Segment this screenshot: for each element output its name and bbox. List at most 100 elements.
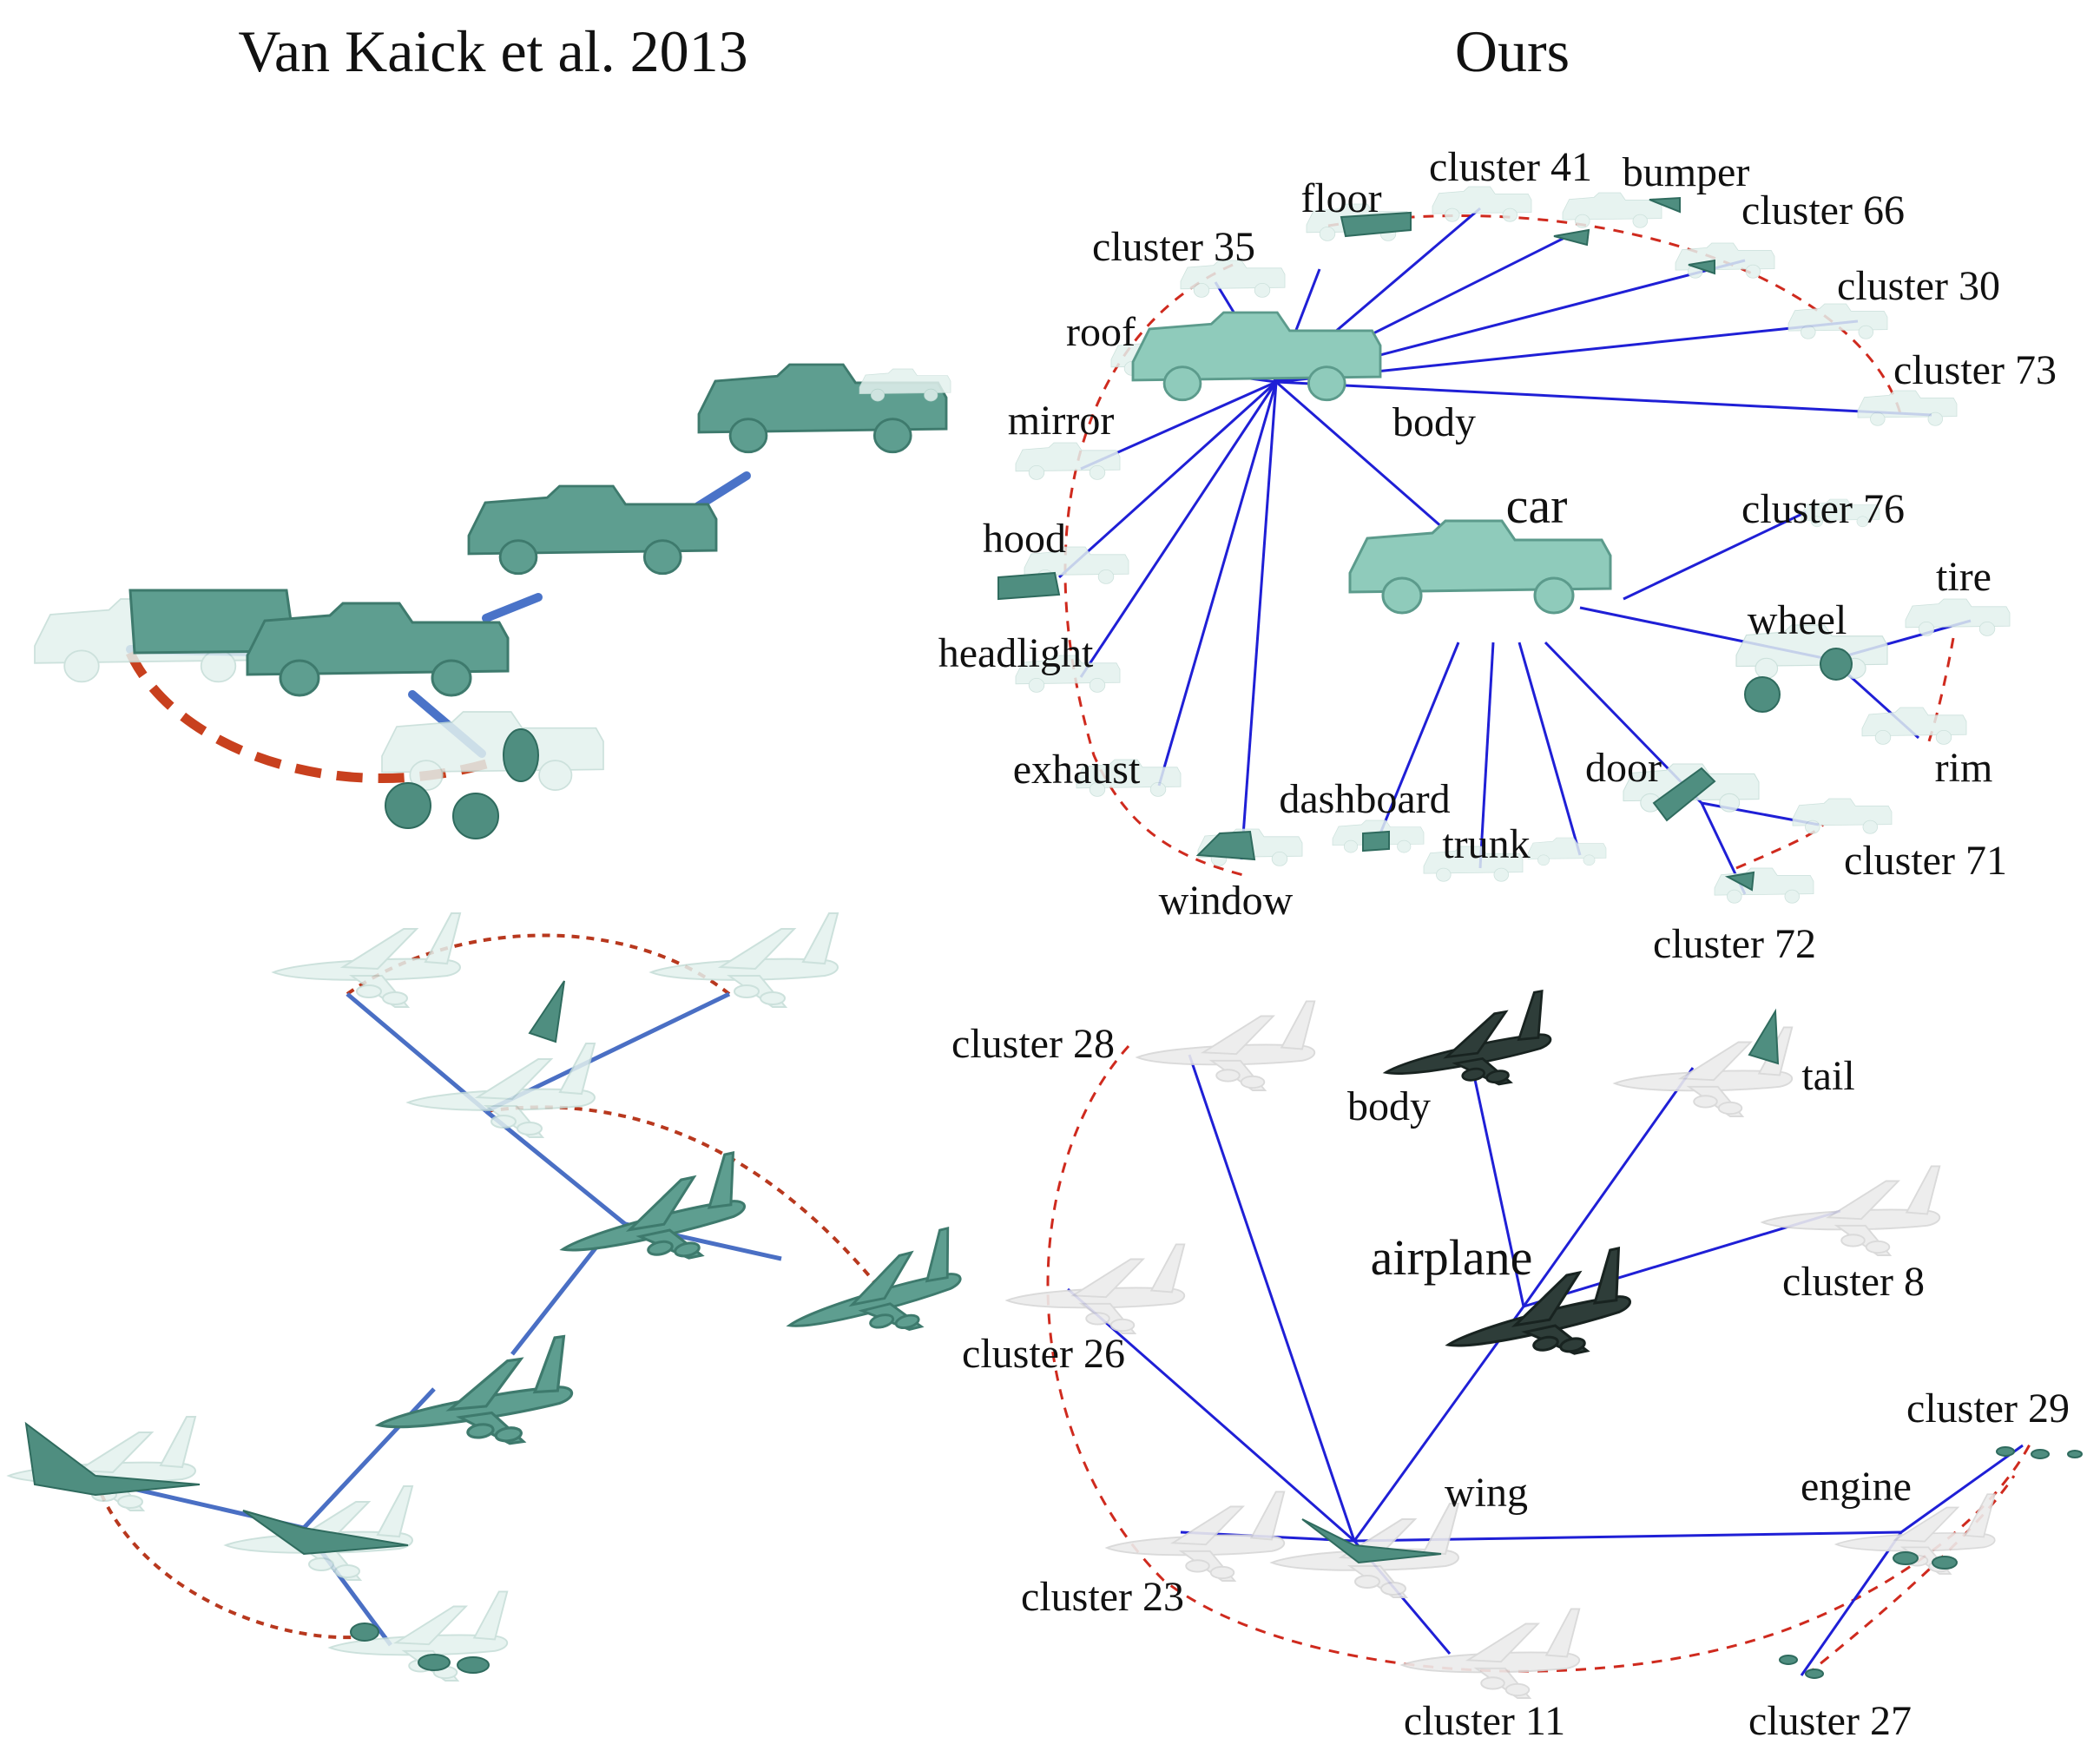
vk-plane-symmetry-link xyxy=(94,1479,365,1640)
car-body-symmetry-arc-left xyxy=(1063,263,1251,879)
right-heading: Ours xyxy=(1455,18,1570,84)
car-label-hood: hood xyxy=(983,516,1066,562)
car-label-cluster66: cluster 66 xyxy=(1741,188,1905,234)
car-root-node xyxy=(1348,519,1612,615)
edge-airplane-body xyxy=(1470,1063,1525,1307)
vankaick-car-panel xyxy=(34,363,951,839)
plane-label-cluster28: cluster 28 xyxy=(951,1021,1115,1067)
car-part-floor xyxy=(1340,211,1412,238)
edge-car-trunk xyxy=(1478,642,1495,869)
car-label-cluster41: cluster 41 xyxy=(1429,144,1592,190)
airplane-symmetry-arc xyxy=(1046,1044,2033,1673)
vk-plane-wing-part xyxy=(242,1510,409,1556)
car-part-window xyxy=(1195,830,1256,861)
car-thumb-rim xyxy=(1861,707,1967,745)
edge-wing-airplane xyxy=(1353,1306,1525,1542)
plane-label-cluster27: cluster 27 xyxy=(1748,1698,1912,1744)
car-label-cluster35: cluster 35 xyxy=(1092,224,1255,270)
edge-body-hood xyxy=(1057,380,1278,579)
plane-label-cluster23: cluster 23 xyxy=(1021,1574,1184,1620)
plane-label-cluster26: cluster 26 xyxy=(962,1331,1125,1377)
car-thumb-cluster72 xyxy=(1714,867,1814,904)
car-part-hood xyxy=(997,571,1061,601)
vk-truck-ghost xyxy=(381,711,604,791)
door-symmetry-link xyxy=(1735,823,1825,870)
vk-plane-solid xyxy=(368,1334,579,1463)
plane-label-tail: tail xyxy=(1801,1053,1854,1099)
plane-label-root: airplane xyxy=(1371,1229,1533,1286)
car-label-rim: rim xyxy=(1935,745,1993,791)
car-thumb-mirror xyxy=(1015,442,1121,480)
plane-label-wing: wing xyxy=(1445,1470,1528,1516)
plane-label-body: body xyxy=(1347,1083,1431,1129)
car-label-roof: roof xyxy=(1066,309,1136,355)
vk-plane-edge xyxy=(346,992,488,1113)
car-label-cluster73: cluster 73 xyxy=(1893,347,2057,393)
plane-thumb-cluster11 xyxy=(1401,1608,1581,1699)
vk-plane-ghost xyxy=(273,912,461,1008)
car-label-dashboard: dashboard xyxy=(1279,776,1450,822)
car-thumb-cluster73 xyxy=(1857,390,1958,426)
plane-thumb-cluster23 xyxy=(1106,1491,1286,1582)
edge-body-car xyxy=(1275,380,1451,536)
edge-car-dashboard xyxy=(1379,642,1460,834)
vk-plane-ghost xyxy=(407,1043,596,1138)
vankaick-airplane-panel xyxy=(8,912,971,1682)
car-label-mirror: mirror xyxy=(1008,398,1115,444)
vk-plane-ghost xyxy=(650,912,839,1008)
edge-airplane-tail xyxy=(1522,1067,1695,1307)
edge-car-door xyxy=(1518,642,1582,856)
plane-label-cluster29: cluster 29 xyxy=(1906,1386,2070,1432)
car-part-cluster66 xyxy=(1688,259,1715,275)
car-thumb-door-small xyxy=(1527,837,1607,866)
car-label-wheel: wheel xyxy=(1748,597,1847,643)
engine-symmetry-link xyxy=(1805,1475,2016,1677)
car-label-bumper: bumper xyxy=(1623,149,1750,195)
car-label-tire: tire xyxy=(1936,554,1992,600)
car-label-door: door xyxy=(1585,745,1662,791)
car-thumb-cluster71 xyxy=(1792,798,1893,834)
plane-thumb-cluster26 xyxy=(1006,1243,1186,1334)
plane-part-tail xyxy=(1748,1008,1780,1065)
car-label-exhaust: exhaust xyxy=(1013,747,1141,793)
edge-body-headlight xyxy=(1079,381,1278,678)
ours-airplane-panel: cluster 28 body tail cluster 8 cluster 2… xyxy=(951,990,2083,1744)
plane-thumb-cluster28 xyxy=(1136,1000,1316,1091)
car-part-bumper xyxy=(1553,196,1681,247)
car-thumb-bumper xyxy=(1562,192,1662,228)
car-part-cluster72 xyxy=(1724,871,1755,892)
plane-label-engine: engine xyxy=(1801,1464,1912,1510)
car-thumb-tire xyxy=(1905,598,2011,636)
plane-part-engines xyxy=(1779,1446,2083,1679)
car-label-headlight: headlight xyxy=(938,630,1094,676)
edge-body-cluster73 xyxy=(1275,380,1932,417)
vk-plane-engines xyxy=(350,1622,490,1674)
plane-part-wing xyxy=(1301,1518,1442,1564)
vk-plane-edge xyxy=(510,1231,609,1356)
vk-truck-solid xyxy=(467,484,718,576)
car-label-cluster30: cluster 30 xyxy=(1837,263,2000,309)
vk-car-edge xyxy=(482,593,543,622)
car-part-wheel xyxy=(1744,648,1853,713)
car-label-cluster71: cluster 71 xyxy=(1844,838,2007,884)
car-label-trunk: trunk xyxy=(1442,821,1530,867)
car-thumb-cluster66 xyxy=(1675,242,1775,279)
plane-thumb-cluster8 xyxy=(1761,1165,1941,1256)
car-label-body: body xyxy=(1392,399,1476,445)
plane-label-cluster11: cluster 11 xyxy=(1404,1698,1565,1744)
vk-truck-wheels xyxy=(385,728,539,839)
car-label-cluster76: cluster 76 xyxy=(1741,486,1905,532)
car-label-window: window xyxy=(1159,878,1294,924)
plane-label-cluster8: cluster 8 xyxy=(1782,1259,1925,1305)
edge-engine-cluster29 xyxy=(1900,1444,2024,1534)
edge-engine-cluster27 xyxy=(1800,1531,1903,1676)
wheel-symmetry-link xyxy=(1926,637,1955,747)
car-part-door xyxy=(1652,767,1716,822)
car-label-root: car xyxy=(1506,477,1568,534)
edge-body-window xyxy=(1240,381,1278,860)
vk-plane-solid xyxy=(774,1227,971,1359)
edge-body-exhaust xyxy=(1157,381,1278,787)
left-heading: Van Kaick et al. 2013 xyxy=(238,18,747,84)
vk-plane-edge xyxy=(302,1387,436,1530)
